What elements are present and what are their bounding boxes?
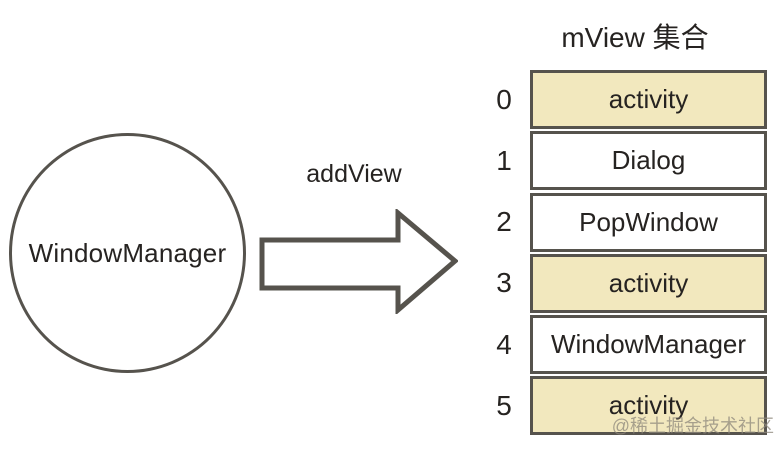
row-cell: WindowManager [530, 315, 767, 375]
watermark: @稀土掘金技术社区 [611, 416, 774, 436]
list-row: 0 activity [478, 70, 767, 129]
list-row: 1 Dialog [478, 131, 767, 191]
list-row: 2 PopWindow [478, 192, 767, 252]
row-cell: Dialog [530, 131, 767, 191]
row-index: 5 [496, 389, 512, 421]
row-index: 1 [496, 144, 512, 176]
row-cell: activity [530, 376, 767, 436]
list-row: 3 activity [478, 253, 767, 313]
row-cell: PopWindow [530, 192, 767, 252]
list-row: 4 WindowManager [478, 315, 767, 375]
row-cell: activity [530, 70, 767, 129]
mview-list-title: mView 集合 [561, 22, 709, 53]
add-view-label: addView [306, 160, 402, 188]
mview-list: 0 activity 1 Dialog 2 PopWindow 3 activity 4 Wind… [478, 70, 767, 436]
row-index: 3 [496, 267, 512, 299]
list-row: 5 activity [478, 376, 767, 436]
window-manager-node-label: WindowManager [28, 237, 227, 268]
right-arrow-icon [259, 209, 458, 314]
row-index: 2 [496, 206, 512, 238]
window-manager-node: WindowManager [9, 133, 246, 373]
row-index: 4 [496, 328, 512, 360]
row-cell: activity [530, 253, 767, 313]
row-index: 0 [496, 83, 512, 115]
